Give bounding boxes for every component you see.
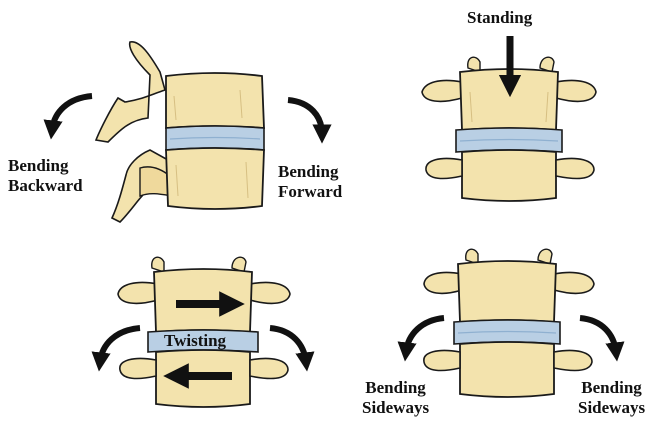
vertebral-body (166, 73, 264, 128)
label-line: Sideways (362, 398, 429, 418)
label-bending-backward: Bending Backward (8, 156, 83, 196)
curved-arrow-icon (288, 100, 322, 134)
label-line: Forward (278, 182, 342, 202)
label-line: Standing (467, 8, 532, 28)
label-twisting: Twisting (164, 331, 226, 351)
label-bending-forward: Bending Forward (278, 162, 342, 202)
label-bending-sideways-left: Bending Sideways (362, 378, 429, 418)
curved-arrow-icon (100, 328, 140, 362)
curved-arrow-icon (580, 318, 616, 352)
curved-arrow-icon (270, 328, 306, 362)
front-view-vertebrae-sideways (424, 249, 594, 397)
vertebral-body (462, 150, 556, 201)
side-view-vertebrae (96, 42, 264, 222)
vertebral-body (460, 342, 554, 397)
label-line: Bending (362, 378, 429, 398)
vertebral-body (458, 261, 556, 322)
label-standing: Standing (467, 8, 532, 28)
curved-arrow-icon (52, 96, 92, 130)
label-bending-sideways-right: Bending Sideways (578, 378, 645, 418)
label-line: Twisting (164, 331, 226, 351)
label-line: Bending (8, 156, 83, 176)
label-line: Sideways (578, 398, 645, 418)
posterior-process (96, 42, 165, 142)
curved-arrow-icon (406, 318, 444, 352)
label-line: Bending (578, 378, 645, 398)
label-line: Backward (8, 176, 83, 196)
label-line: Bending (278, 162, 342, 182)
vertebral-body (166, 148, 264, 209)
